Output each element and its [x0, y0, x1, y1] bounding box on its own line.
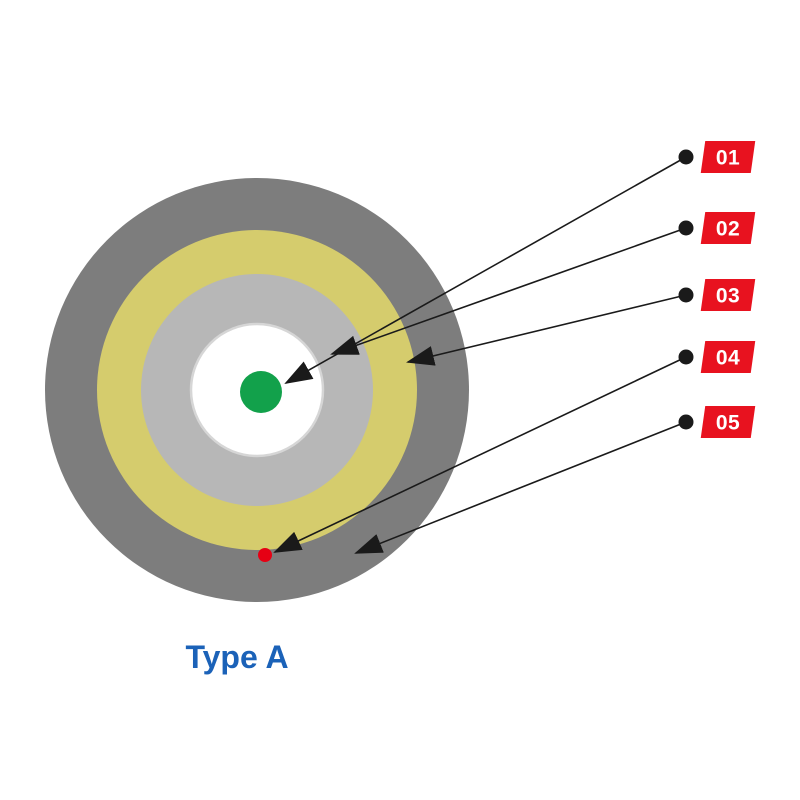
callout-tag-label: 01	[716, 147, 740, 170]
callout-tag-label: 03	[716, 285, 740, 308]
cable-cross-section	[45, 178, 469, 602]
callout-tag-05: 05	[700, 406, 756, 438]
callout-tag-shape	[700, 279, 756, 311]
callout-dot-04	[678, 349, 694, 365]
callout-dot-01	[678, 149, 694, 165]
leader-line-02	[330, 227, 687, 355]
callout-tags: 01 02 03 04 05	[700, 141, 756, 438]
diagram-title: Type A	[185, 639, 288, 675]
callout-tag-03: 03	[700, 279, 756, 311]
callout-tag-label: 02	[716, 218, 740, 241]
callout-tag-shape	[700, 406, 756, 438]
leader-line-03	[406, 294, 687, 366]
callout-tag-label: 05	[716, 412, 740, 435]
callout-tag-shape	[700, 341, 756, 373]
callout-tag-01: 01	[700, 141, 756, 173]
leader-line-05	[354, 421, 687, 554]
leader-line-04	[273, 356, 687, 553]
callout-tag-label: 04	[716, 347, 740, 370]
callout-tag-shape	[700, 141, 756, 173]
callout-dot-02	[678, 220, 694, 236]
callout-tag-02: 02	[700, 212, 756, 244]
callout-tag-shape	[700, 212, 756, 244]
buffer-tube-border	[189, 322, 325, 458]
ripcord-dot	[258, 548, 272, 562]
callout-tag-04: 04	[700, 341, 756, 373]
callout-dot-05	[678, 414, 694, 430]
callout-dot-03	[678, 287, 694, 303]
fiber-core-dot	[240, 371, 282, 413]
callout-dots	[678, 149, 694, 430]
leader-lines	[273, 156, 687, 554]
